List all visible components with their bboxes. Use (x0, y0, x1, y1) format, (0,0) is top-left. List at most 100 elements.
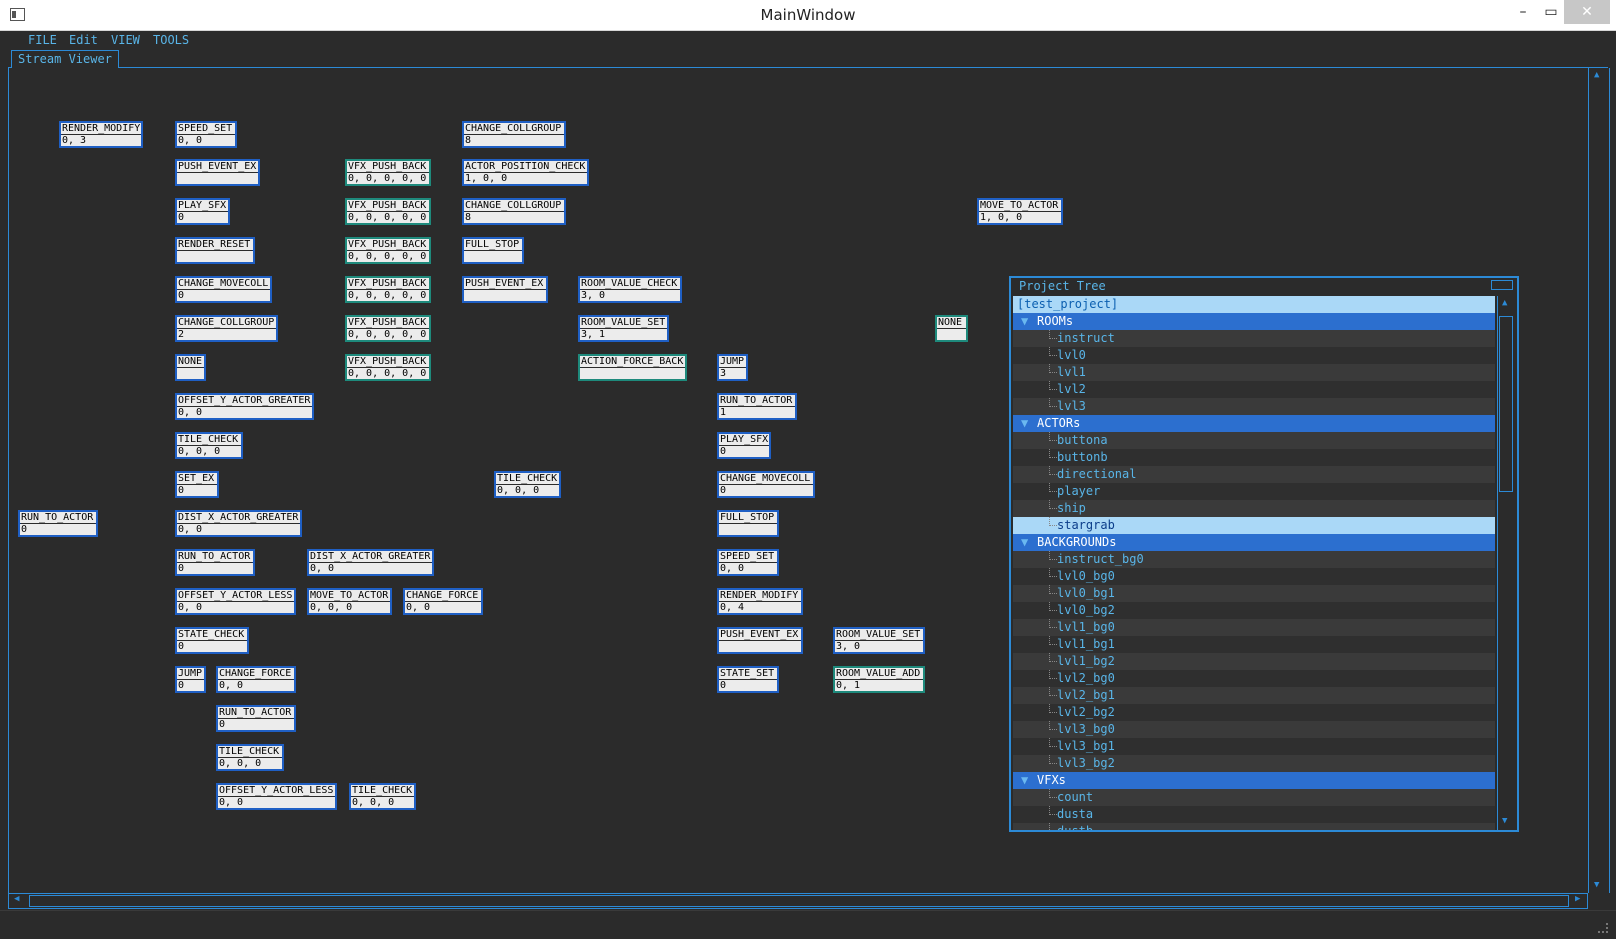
stream-node-push-event-ex[interactable]: PUSH_EVENT_EX (175, 159, 260, 186)
tree-item[interactable]: count (1013, 789, 1495, 806)
maximize-button[interactable]: ▭ (1544, 4, 1558, 20)
tree-item[interactable]: lvl2_bg0 (1013, 670, 1495, 687)
tree-category-rooms[interactable]: ▼ROOMs (1013, 313, 1495, 330)
tree-item[interactable]: lvl1_bg2 (1013, 653, 1495, 670)
tree-item[interactable]: ship (1013, 500, 1495, 517)
tree-item[interactable]: lvl3 (1013, 398, 1495, 415)
expand-arrow-icon[interactable]: ▼ (1021, 314, 1029, 328)
stream-node-full-stop[interactable]: FULL_STOP (717, 510, 779, 537)
tree-item[interactable]: lvl1 (1013, 364, 1495, 381)
vertical-scrollbar[interactable]: ▲ ▼ (1588, 68, 1610, 893)
scroll-down-icon[interactable]: ▼ (1594, 880, 1600, 890)
stream-node-none[interactable]: NONE (175, 354, 206, 381)
expand-arrow-icon[interactable]: ▼ (1021, 773, 1029, 787)
scroll-up-icon[interactable]: ▲ (1594, 70, 1600, 80)
tree-item[interactable]: dustb (1013, 823, 1495, 830)
close-button[interactable]: ✕ (1564, 0, 1610, 24)
minimize-button[interactable]: – (1519, 4, 1527, 20)
tree-category-vfxs[interactable]: ▼VFXs (1013, 772, 1495, 789)
tree-item[interactable]: buttonb (1013, 449, 1495, 466)
tree-item[interactable]: lvl2 (1013, 381, 1495, 398)
panel-close-icon[interactable] (1491, 280, 1513, 290)
tree-item[interactable]: lvl0_bg1 (1013, 585, 1495, 602)
stream-node-action-force-back[interactable]: ACTION_FORCE_BACK (578, 354, 687, 381)
tree-category-backgrounds[interactable]: ▼BACKGROUNDs (1013, 534, 1495, 551)
scroll-up-icon[interactable]: ▲ (1502, 298, 1508, 308)
menu-tools[interactable]: TOOLS (153, 33, 190, 47)
menu-view[interactable]: VIEW (111, 33, 140, 47)
stream-node-push-event-ex[interactable]: PUSH_EVENT_EX (717, 627, 803, 654)
menu-edit[interactable]: Edit (69, 33, 98, 47)
horizontal-scroll-thumb[interactable] (29, 895, 1569, 907)
project-tree-scroll-thumb[interactable] (1499, 316, 1513, 492)
expand-arrow-icon[interactable]: ▼ (1021, 416, 1029, 430)
resize-grip-icon[interactable] (1598, 923, 1608, 933)
tree-item[interactable]: lvl0_bg2 (1013, 602, 1495, 619)
tree-item[interactable]: lvl3_bg0 (1013, 721, 1495, 738)
tree-item[interactable]: lvl1_bg1 (1013, 636, 1495, 653)
horizontal-scrollbar[interactable]: ◀ ▶ (8, 893, 1588, 909)
tree-item[interactable]: lvl3_bg2 (1013, 755, 1495, 772)
tree-item[interactable]: instruct_bg0 (1013, 551, 1495, 568)
expand-arrow-icon[interactable]: ▼ (1021, 535, 1029, 549)
tree-category-actors[interactable]: ▼ACTORs (1013, 415, 1495, 432)
tree-item[interactable]: player (1013, 483, 1495, 500)
tree-root[interactable]: [test_project] (1013, 296, 1495, 313)
tab-stream-viewer[interactable]: Stream Viewer (11, 50, 119, 69)
stream-node-push-event-ex[interactable]: PUSH_EVENT_EX (462, 276, 548, 303)
tree-item[interactable]: lvl0_bg0 (1013, 568, 1495, 585)
stream-node-none[interactable]: NONE (935, 315, 968, 342)
tree-item[interactable]: lvl1_bg0 (1013, 619, 1495, 636)
tree-item[interactable]: directional (1013, 466, 1495, 483)
project-tree-scrollbar[interactable]: ▲ ▼ (1497, 296, 1515, 830)
tree-item[interactable]: instruct (1013, 330, 1495, 347)
tree-item[interactable]: buttona (1013, 432, 1495, 449)
tree-item[interactable]: lvl2_bg1 (1013, 687, 1495, 704)
tree-item[interactable]: lvl2_bg2 (1013, 704, 1495, 721)
tree-item[interactable]: lvl3_bg1 (1013, 738, 1495, 755)
tree-item[interactable]: stargrab (1013, 517, 1495, 534)
tree-item[interactable]: lvl0 (1013, 347, 1495, 364)
